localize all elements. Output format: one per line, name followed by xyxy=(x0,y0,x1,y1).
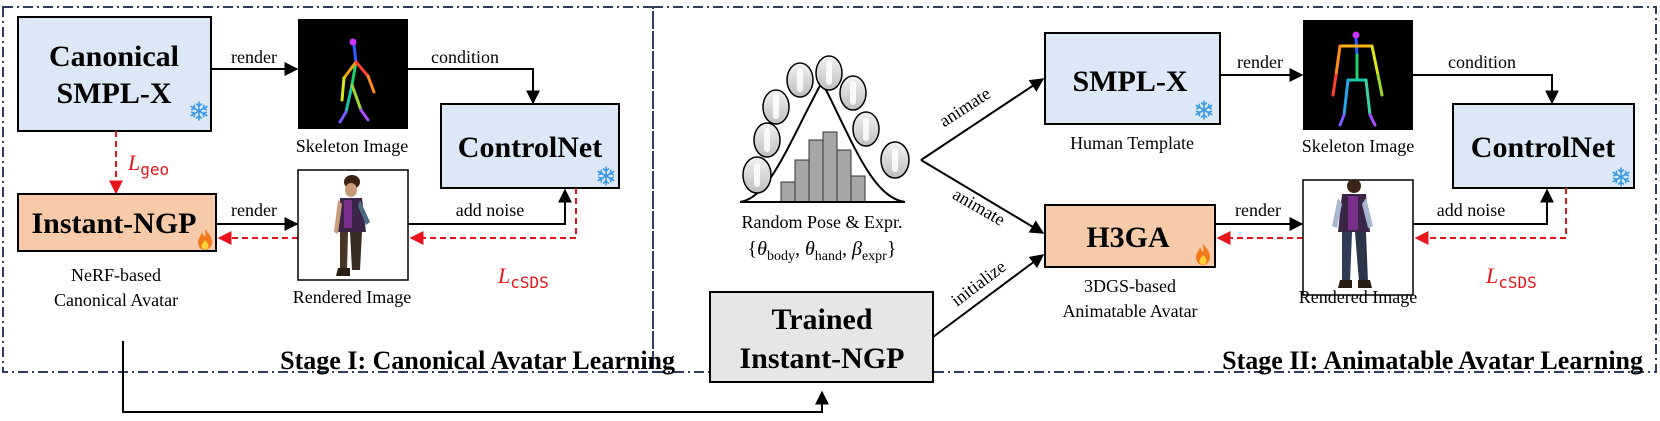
instant-ngp-box xyxy=(17,193,217,252)
stage2-title: Stage II: Animatable Avatar Learning xyxy=(1222,346,1643,375)
h3ga-box xyxy=(1044,204,1216,268)
controlnet-box-s2 xyxy=(1452,103,1635,189)
edge-label-render-bottom-s1: render xyxy=(231,200,277,220)
nerf-caption-1: NeRF-based xyxy=(71,265,161,285)
arrow-loss-csds-s2 xyxy=(1414,188,1567,245)
edge-label-condition-s1: condition xyxy=(431,47,499,67)
stage1-border xyxy=(2,6,654,373)
canonical-smplx-label-2: SMPL-X xyxy=(57,77,172,110)
trained-label-2: Instant-NGP xyxy=(739,342,904,375)
edge-label-add-noise-s1: add noise xyxy=(456,200,524,220)
skeleton-caption-s2: Skeleton Image xyxy=(1302,136,1414,156)
stage2-border xyxy=(652,6,1657,373)
random-pose-caption: Random Pose & Expr. xyxy=(742,212,903,232)
arrow-add-noise-s1 xyxy=(408,188,572,225)
skeleton-image-s2 xyxy=(1303,20,1413,130)
edge-label-animate-top: animate xyxy=(935,83,994,131)
rendered-caption-s2: Rendered Image xyxy=(1299,287,1417,307)
rendered-image-s2 xyxy=(1302,179,1414,296)
canonical-smplx-label-1: Canonical xyxy=(49,40,179,73)
canonical-smplx-box xyxy=(17,16,212,132)
arrow-add-noise-s2 xyxy=(1413,188,1554,225)
h3ga-caption-2: Animatable Avatar xyxy=(1062,301,1197,321)
arrow-initialize xyxy=(932,254,1045,338)
arrow-animate-bottom xyxy=(920,159,1045,234)
rendered-caption-s1: Rendered Image xyxy=(293,287,411,307)
h3ga-label: H3GA xyxy=(1086,221,1170,254)
edge-label-render-top-s1: render xyxy=(231,47,277,67)
edge-label-render-top-s2: render xyxy=(1237,52,1283,72)
loss-geo-label: Lgeo xyxy=(127,150,169,179)
arrow-loss-csds-s1 xyxy=(409,188,577,245)
trained-instant-ngp-box xyxy=(709,291,934,383)
controlnet-label-s1: ControlNet xyxy=(458,131,602,164)
human-template-caption: Human Template xyxy=(1070,133,1194,153)
trained-label-1: Trained xyxy=(771,303,872,336)
controlnet-label-s2: ControlNet xyxy=(1471,131,1615,164)
loss-csds-label-s2: LcSDS xyxy=(1485,263,1537,292)
skeleton-image-s1 xyxy=(298,19,408,129)
edge-label-condition-s2: condition xyxy=(1448,52,1516,72)
smplx-box xyxy=(1044,32,1221,125)
stage1-title: Stage I: Canonical Avatar Learning xyxy=(280,346,675,375)
skeleton-caption-s1: Skeleton Image xyxy=(296,136,408,156)
smplx-label: SMPL-X xyxy=(1073,65,1188,98)
rendered-image-s1 xyxy=(297,169,409,281)
controlnet-box-s1 xyxy=(440,103,620,189)
nerf-caption-2: Canonical Avatar xyxy=(54,290,178,310)
loss-csds-label-s1: LcSDS xyxy=(497,263,549,292)
arrow-condition-s2 xyxy=(1413,74,1559,105)
pose-params-formula: {θbody, θhand, βexpr} xyxy=(748,238,897,264)
arrow-condition-s1 xyxy=(408,68,540,105)
arrow-to-trained xyxy=(122,341,829,413)
arrow-animate-top xyxy=(920,78,1045,161)
h3ga-caption-1: 3DGS-based xyxy=(1084,276,1176,296)
edge-label-render-bottom-s2: render xyxy=(1235,200,1281,220)
instant-ngp-label: Instant-NGP xyxy=(31,207,196,240)
edge-label-animate-bottom: animate xyxy=(949,184,1008,230)
pose-distribution-graphic xyxy=(739,55,910,203)
edge-label-add-noise-s2: add noise xyxy=(1437,200,1505,220)
